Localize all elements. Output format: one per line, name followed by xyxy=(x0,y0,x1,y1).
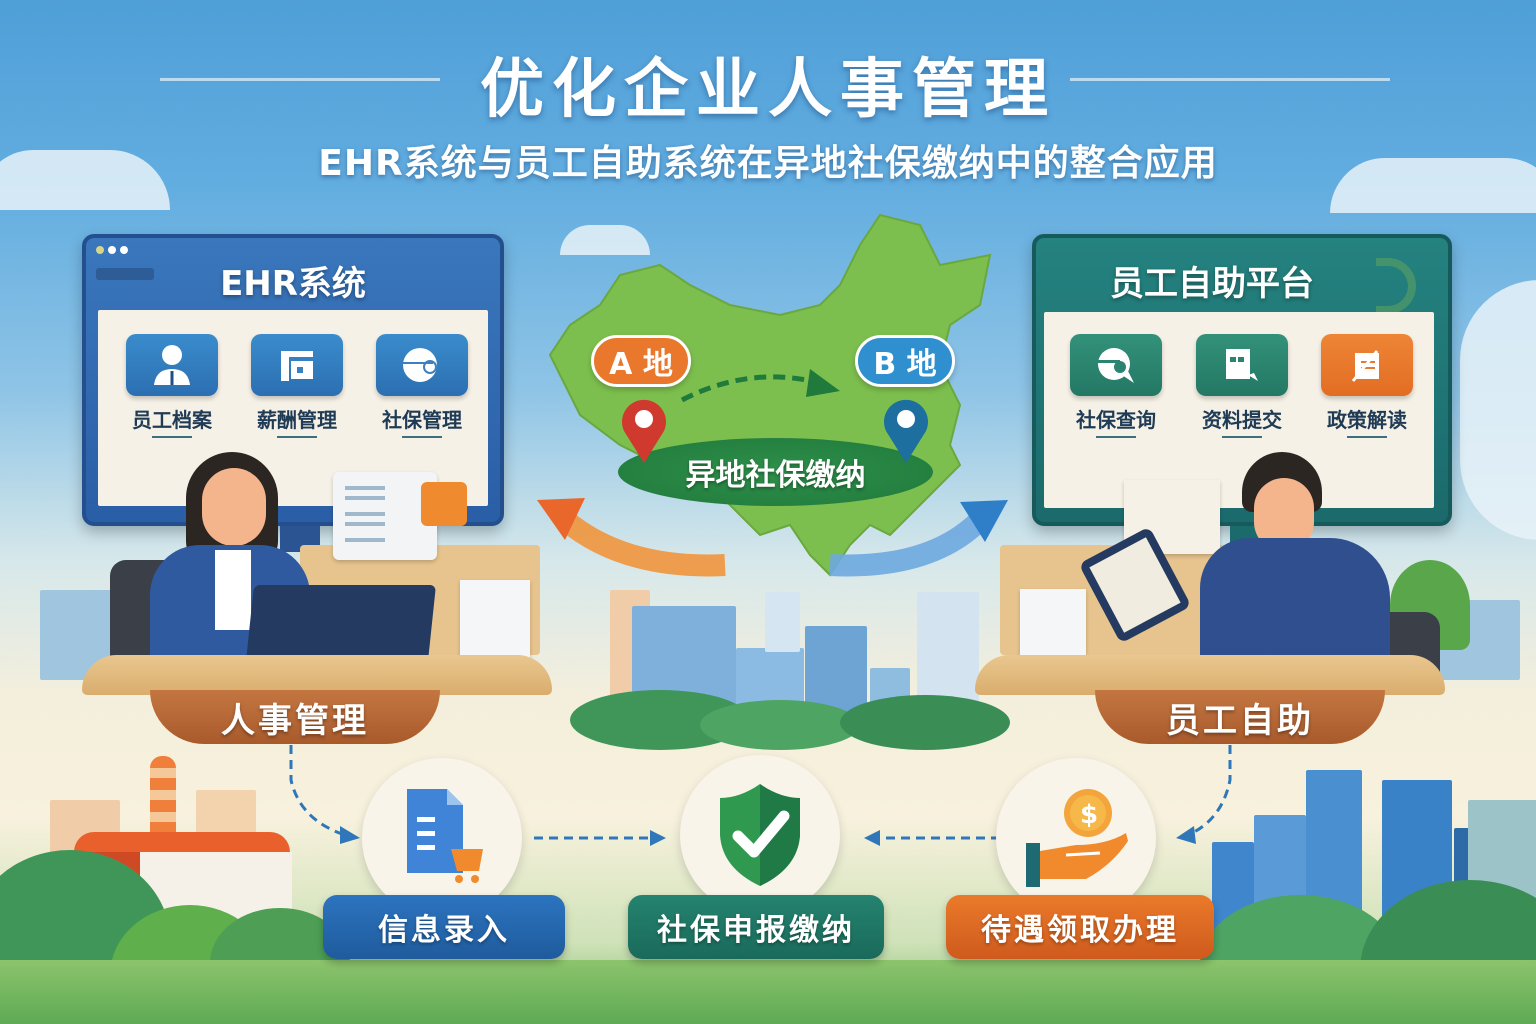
location-pin-b-icon xyxy=(884,399,928,463)
cloud xyxy=(560,225,650,255)
flow-connectors xyxy=(289,745,1232,846)
ehr-tile-label: 薪酬管理 xyxy=(257,408,337,432)
person-face xyxy=(202,468,266,546)
ehr-tile-label: 员工档案 xyxy=(132,408,212,432)
document-cart-icon xyxy=(407,789,483,883)
self-service-tile-policy[interactable] xyxy=(1321,334,1413,396)
self-service-tile-query[interactable] xyxy=(1070,334,1162,396)
decorative-swoosh xyxy=(1376,258,1416,314)
self-service-tile-label: 政策解读 xyxy=(1327,408,1407,432)
factory-roof xyxy=(74,832,290,854)
center-label: 异地社保缴纳 xyxy=(685,458,866,493)
divider xyxy=(1347,436,1387,438)
chat-icon xyxy=(1098,348,1134,383)
cloud xyxy=(1330,158,1536,213)
ehr-tile-social-security[interactable] xyxy=(376,334,468,396)
location-b-label[interactable]: B 地 xyxy=(855,335,955,387)
process-step-2-button[interactable]: 社保申报缴纳 xyxy=(628,895,884,959)
title-decoration-right xyxy=(1070,78,1390,81)
form-icon xyxy=(1226,349,1258,381)
ehr-tile-label: 社保管理 xyxy=(382,408,462,432)
ehr-tile-employee[interactable] xyxy=(126,334,218,396)
title-decoration-left xyxy=(160,78,440,81)
paper-icon xyxy=(460,580,530,658)
page-title: 优化企业人事管理 xyxy=(480,53,1056,127)
location-a-label[interactable]: A 地 xyxy=(591,335,691,387)
self-service-tile-label: 资料提交 xyxy=(1202,408,1282,432)
ground xyxy=(0,960,1536,1024)
document-card xyxy=(333,472,437,560)
checklist-card xyxy=(1020,589,1086,655)
process-step-3-icon-circle: $ xyxy=(996,758,1156,918)
page-subtitle: EHR系统与员工自助系统在异地社保缴纳中的整合应用 xyxy=(318,143,1218,184)
hr-management-label: 人事管理 xyxy=(150,690,440,744)
divider xyxy=(402,436,442,438)
self-service-title: 员工自助平台 xyxy=(1110,264,1314,304)
document-icon xyxy=(281,351,313,381)
self-service-window: 员工自助平台 社保查询 资料提交 政策解读 xyxy=(1032,234,1452,526)
desk-top xyxy=(975,655,1445,695)
divider xyxy=(1096,436,1136,438)
cloud xyxy=(0,150,170,210)
process-step-3-button[interactable]: 待遇领取办理 xyxy=(946,895,1214,959)
self-service-tile-submit[interactable] xyxy=(1196,334,1288,396)
desk-top xyxy=(82,655,552,695)
coin-hand-icon: $ xyxy=(1026,789,1128,887)
transfer-arrow-icon xyxy=(680,369,840,403)
process-step-1-icon-circle xyxy=(362,758,522,918)
ehr-system-window: EHR系统 员工档案 薪酬管理 社保管理 xyxy=(82,234,504,526)
person-body xyxy=(1200,538,1390,678)
process-step-1-button[interactable]: 信息录入 xyxy=(323,895,565,959)
sync-arrow-right-icon xyxy=(829,500,1008,577)
edit-icon xyxy=(1351,350,1379,382)
self-service-tile-label: 社保查询 xyxy=(1076,408,1156,432)
divider xyxy=(152,436,192,438)
location-pin-a-icon xyxy=(622,399,666,463)
ehr-tile-payroll[interactable] xyxy=(251,334,343,396)
window-tab-bar xyxy=(96,268,154,280)
divider xyxy=(277,436,317,438)
person-shirt xyxy=(215,550,251,630)
window-dots xyxy=(96,246,128,254)
center-label-ellipse xyxy=(618,438,933,506)
svg-text:$: $ xyxy=(1080,800,1098,830)
checklist-badge-icon xyxy=(421,482,467,526)
shield-check-icon xyxy=(720,784,800,886)
sync-arrow-left-icon xyxy=(537,498,726,577)
cloud xyxy=(1460,280,1536,540)
employee-icon xyxy=(154,345,190,385)
chart-icon xyxy=(403,348,437,382)
process-step-2-icon-circle xyxy=(680,755,840,915)
employee-self-service-label: 员工自助 xyxy=(1095,690,1385,744)
ehr-title: EHR系统 xyxy=(220,264,366,304)
divider xyxy=(1222,436,1262,438)
laptop xyxy=(246,585,436,661)
